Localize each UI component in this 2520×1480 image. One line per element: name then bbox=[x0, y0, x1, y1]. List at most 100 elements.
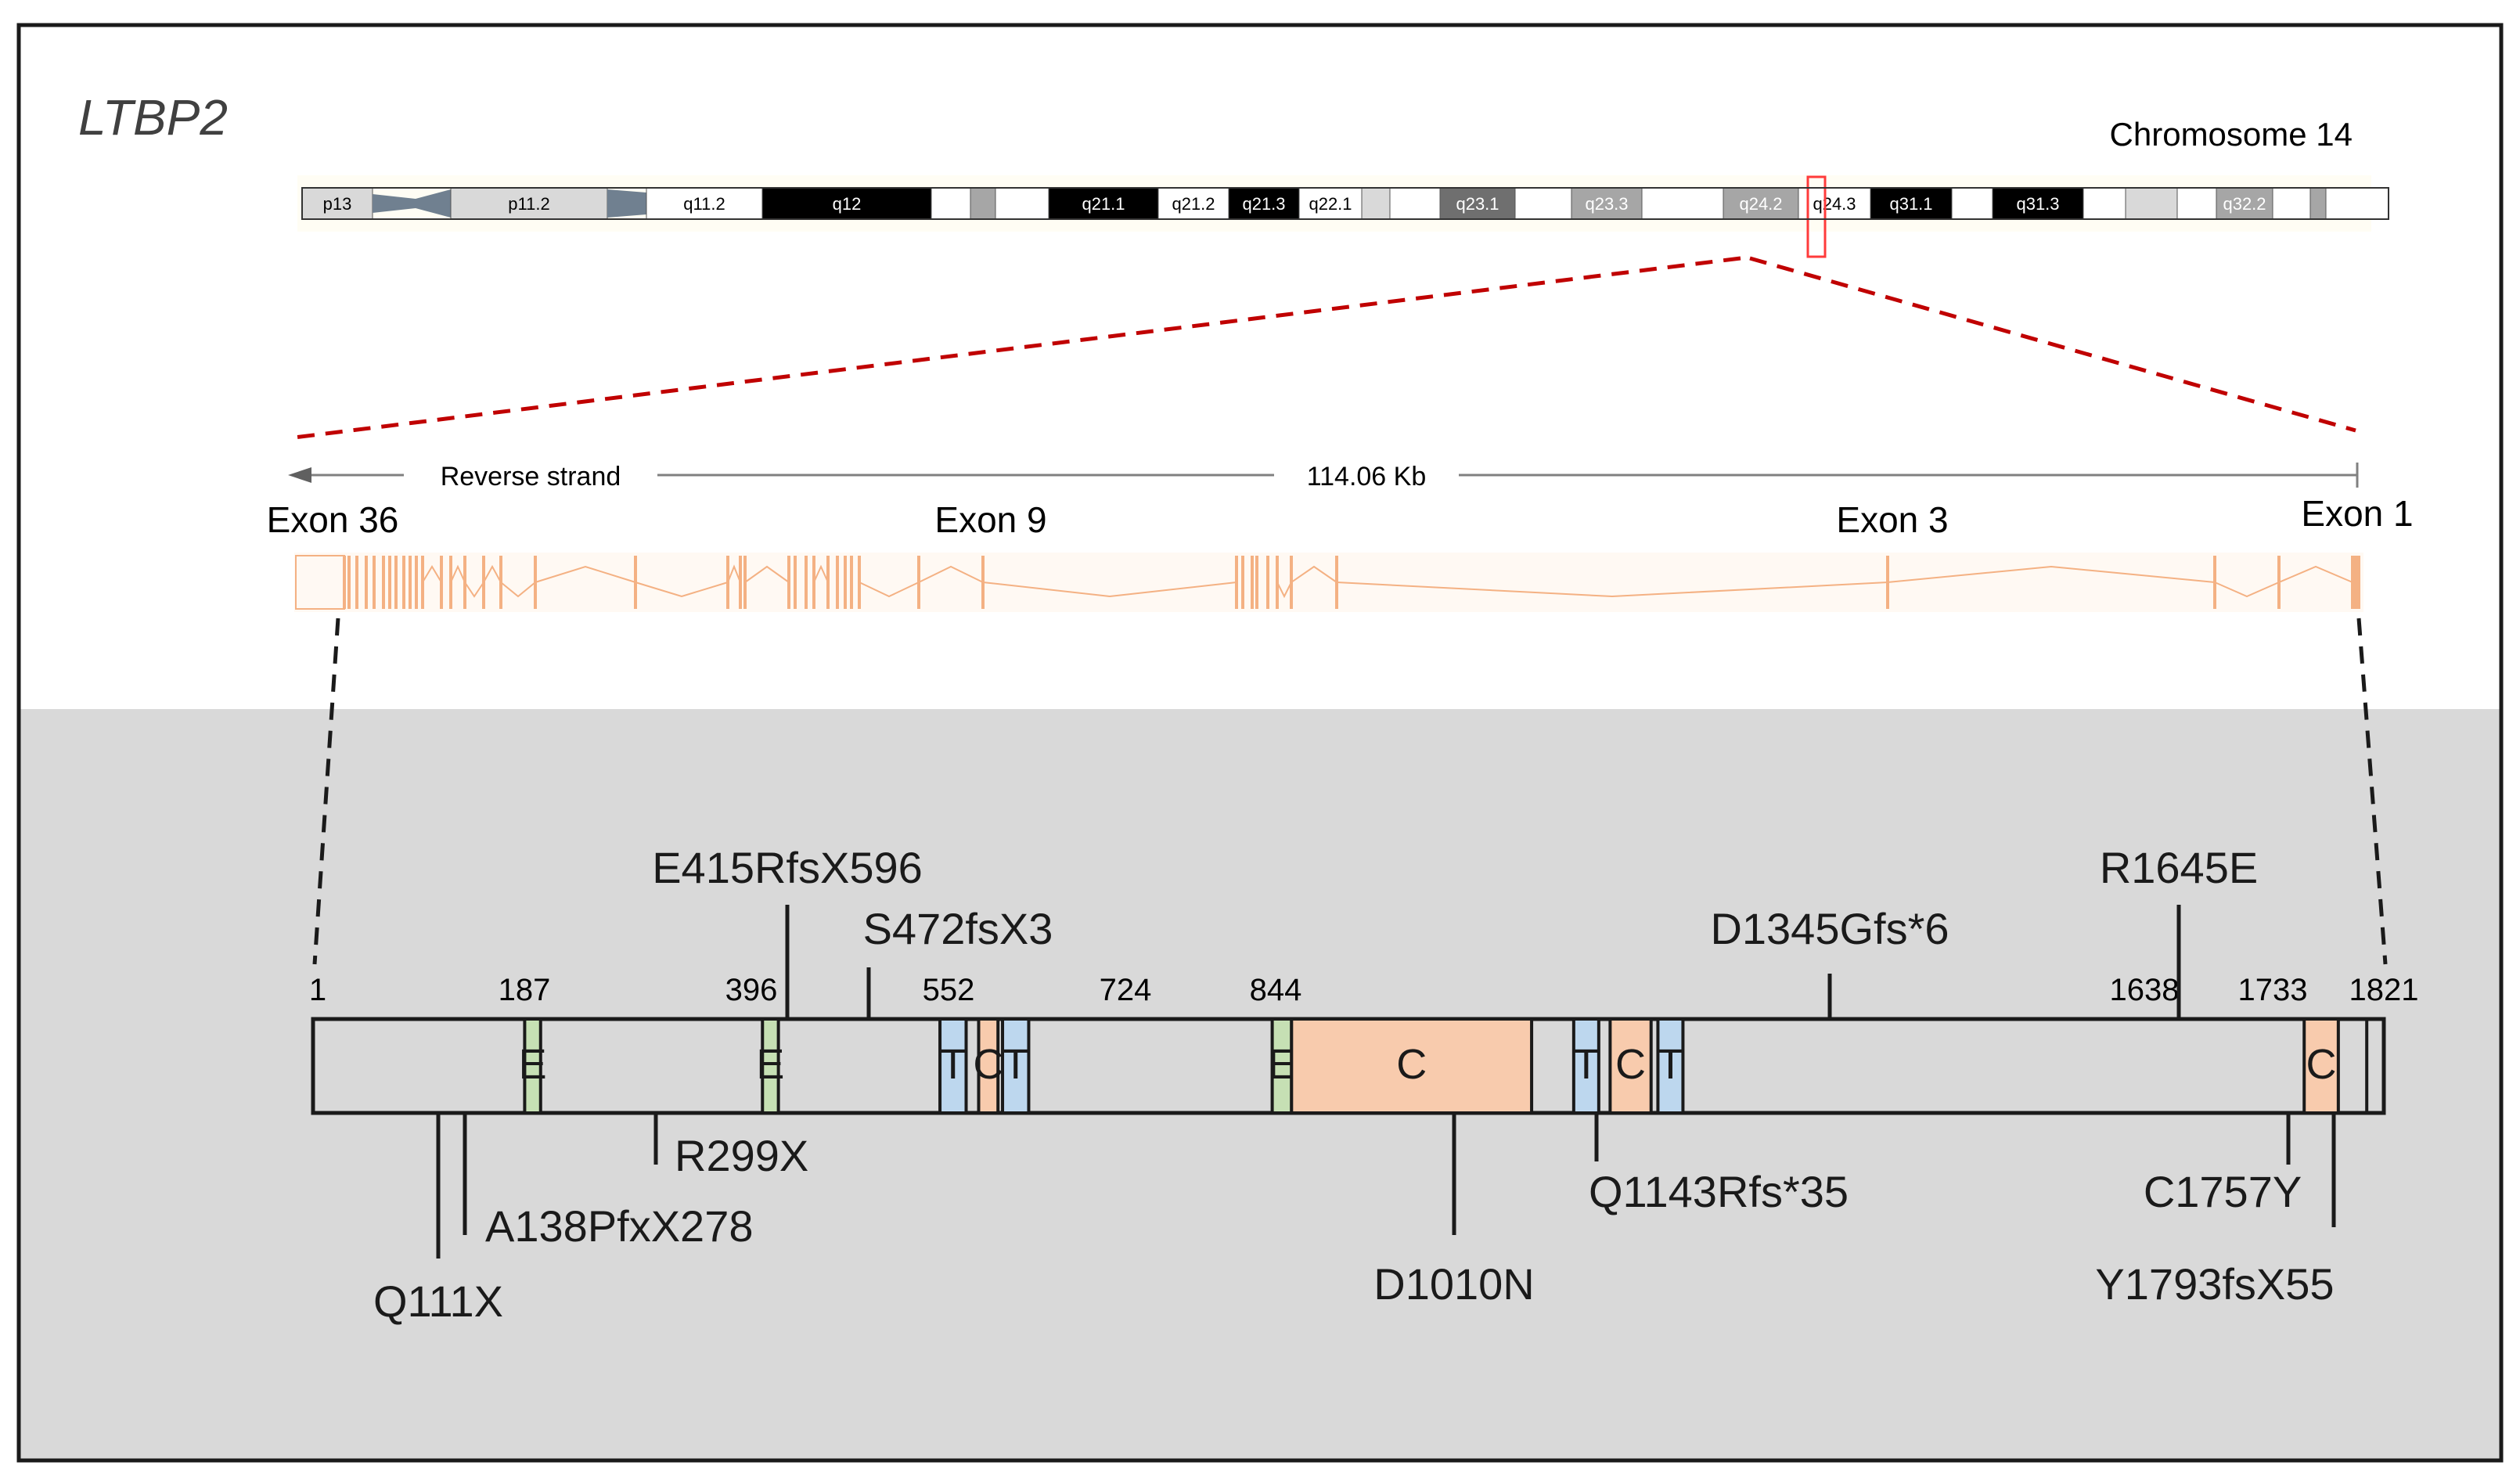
position-label: 724 bbox=[1100, 973, 1152, 1007]
projection-line-left bbox=[312, 618, 340, 965]
mutation-label: R1645E bbox=[2100, 843, 2258, 892]
mutation-label: R299X bbox=[675, 1131, 808, 1180]
chromosome-band bbox=[1514, 187, 1572, 220]
gene-model-backdrop bbox=[294, 553, 2363, 612]
intron bbox=[464, 582, 484, 598]
exon-36-label: Exon 36 bbox=[267, 499, 399, 540]
band-label: p13 bbox=[323, 194, 352, 214]
intron bbox=[2278, 565, 2353, 583]
domain-E bbox=[1270, 1017, 1294, 1115]
gene-length-label: 114.06 Kb bbox=[1307, 462, 1427, 492]
intron bbox=[2214, 582, 2280, 598]
strand-scale: Reverse strand 114.06 Kb bbox=[288, 462, 2359, 492]
chromosome-band bbox=[2309, 187, 2327, 220]
domain-label: C bbox=[1396, 1041, 1427, 1088]
chromosome-band bbox=[646, 187, 763, 220]
gene-title: LTBP2 bbox=[78, 89, 228, 146]
mutation-label: Y1793fsX55 bbox=[2095, 1259, 2334, 1309]
intron bbox=[1276, 582, 1292, 599]
domain-label: T bbox=[940, 1041, 966, 1088]
zoom-line-right bbox=[1749, 256, 2356, 433]
domain-label: C bbox=[973, 1041, 1003, 1088]
domain-C bbox=[1290, 1017, 1534, 1115]
exon-9-label: Exon 9 bbox=[934, 499, 1046, 540]
chromosome-band bbox=[931, 187, 971, 220]
intron bbox=[450, 564, 466, 583]
position-label: 1638 bbox=[2110, 973, 2180, 1007]
position-label: 1 bbox=[309, 973, 326, 1007]
mutation-label: C1757Y bbox=[2144, 1167, 2302, 1216]
intron bbox=[744, 565, 790, 583]
mutation-label: Q1143Rfs*35 bbox=[1589, 1167, 1849, 1216]
chromosome-band bbox=[1870, 187, 1953, 220]
mutation-label: S472fsX3 bbox=[863, 904, 1053, 953]
intron bbox=[859, 582, 920, 598]
position-label: 187 bbox=[499, 973, 551, 1007]
domain-C bbox=[2302, 1017, 2340, 1115]
domain-C bbox=[977, 1017, 1000, 1115]
position-label: 552 bbox=[923, 973, 975, 1007]
exon-1-block bbox=[2351, 556, 2360, 609]
position-label: 1733 bbox=[2238, 973, 2308, 1007]
band-label: q23.1 bbox=[1456, 194, 1499, 214]
chromosome-label: Chromosome 14 bbox=[2110, 116, 2353, 153]
strand-label: Reverse strand bbox=[441, 462, 621, 492]
intron bbox=[727, 564, 741, 583]
position-label: 396 bbox=[725, 973, 778, 1007]
band-label: q22.1 bbox=[1309, 194, 1352, 214]
figure-border bbox=[16, 23, 2504, 1463]
chromosome-band bbox=[2083, 187, 2126, 220]
intron bbox=[422, 565, 442, 583]
chromosome-band bbox=[1361, 187, 1391, 220]
chromosome-band bbox=[1641, 187, 1724, 220]
chromosome-band bbox=[970, 187, 996, 220]
band-label: q24.2 bbox=[1739, 194, 1782, 214]
domain-T bbox=[1001, 1017, 1031, 1115]
mutation-label: D1345Gfs*6 bbox=[1710, 904, 1949, 953]
band-label: q21.2 bbox=[1172, 194, 1215, 214]
band-label: q21.1 bbox=[1082, 194, 1125, 214]
exon-3-label: Exon 3 bbox=[1836, 499, 1948, 540]
chromosome-band bbox=[995, 187, 1049, 220]
chromosome-band bbox=[1798, 187, 1871, 220]
projection-line-right bbox=[2356, 618, 2388, 965]
domain-T bbox=[938, 1017, 968, 1115]
mutation-label: D1010N bbox=[1373, 1259, 1534, 1309]
band-label: q12 bbox=[833, 194, 862, 214]
centromere bbox=[373, 189, 451, 218]
mutation-label: A138PfxX278 bbox=[485, 1201, 753, 1251]
band-label: q24.3 bbox=[1813, 194, 1856, 214]
domain-T bbox=[1571, 1017, 1600, 1115]
chromosome-band bbox=[1951, 187, 1993, 220]
highlight-box bbox=[1806, 175, 1827, 258]
position-label: 844 bbox=[1250, 973, 1302, 1007]
intron bbox=[1887, 565, 2216, 583]
intron bbox=[483, 564, 502, 583]
domain-label: E bbox=[519, 1041, 547, 1088]
domain-E bbox=[523, 1017, 542, 1115]
band-label: q31.1 bbox=[1889, 194, 1932, 214]
domain-T bbox=[1656, 1017, 1685, 1115]
intron bbox=[535, 565, 636, 583]
band-label: p11.2 bbox=[508, 194, 549, 214]
chromosome-band bbox=[1389, 187, 1441, 220]
chromosome-band bbox=[1439, 187, 1516, 220]
domain-label: C bbox=[2306, 1041, 2337, 1088]
chromosome-band bbox=[2125, 187, 2178, 220]
gene-model bbox=[294, 553, 2363, 612]
position-label: 1821 bbox=[2349, 973, 2419, 1007]
strand-arrowhead bbox=[288, 467, 311, 483]
chromosome-band bbox=[761, 187, 932, 220]
chromosome-band bbox=[2272, 187, 2311, 220]
zoom-line-left bbox=[287, 256, 1741, 441]
domain-C bbox=[1608, 1017, 1653, 1115]
centromere bbox=[607, 189, 646, 218]
intron bbox=[982, 582, 1237, 598]
intron bbox=[1291, 565, 1337, 583]
domain-label: E bbox=[756, 1041, 784, 1088]
intron bbox=[1336, 582, 1888, 598]
